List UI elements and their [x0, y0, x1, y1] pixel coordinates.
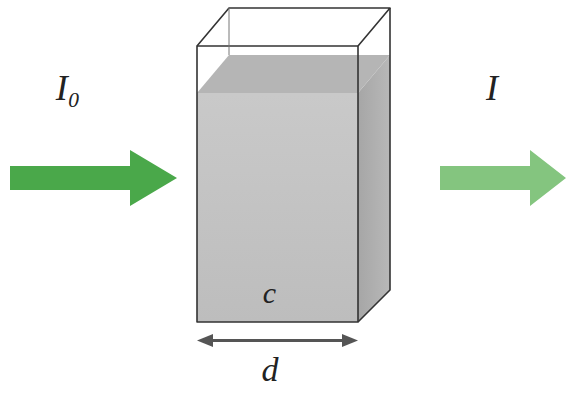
transmitted-intensity-label: I	[486, 70, 498, 106]
incident-intensity-label: I₀	[56, 70, 81, 106]
cuvette-outline	[197, 8, 390, 322]
transmitted-beam	[440, 150, 566, 206]
dimension-arrow	[197, 334, 358, 347]
incident-beam	[10, 150, 177, 206]
concentration-label: c	[263, 278, 276, 308]
liquid-surface	[197, 55, 390, 93]
cuvette-body: c	[197, 93, 358, 322]
liquid-front	[197, 93, 358, 322]
liquid-side	[358, 55, 390, 322]
path-length-label: d	[262, 353, 279, 387]
